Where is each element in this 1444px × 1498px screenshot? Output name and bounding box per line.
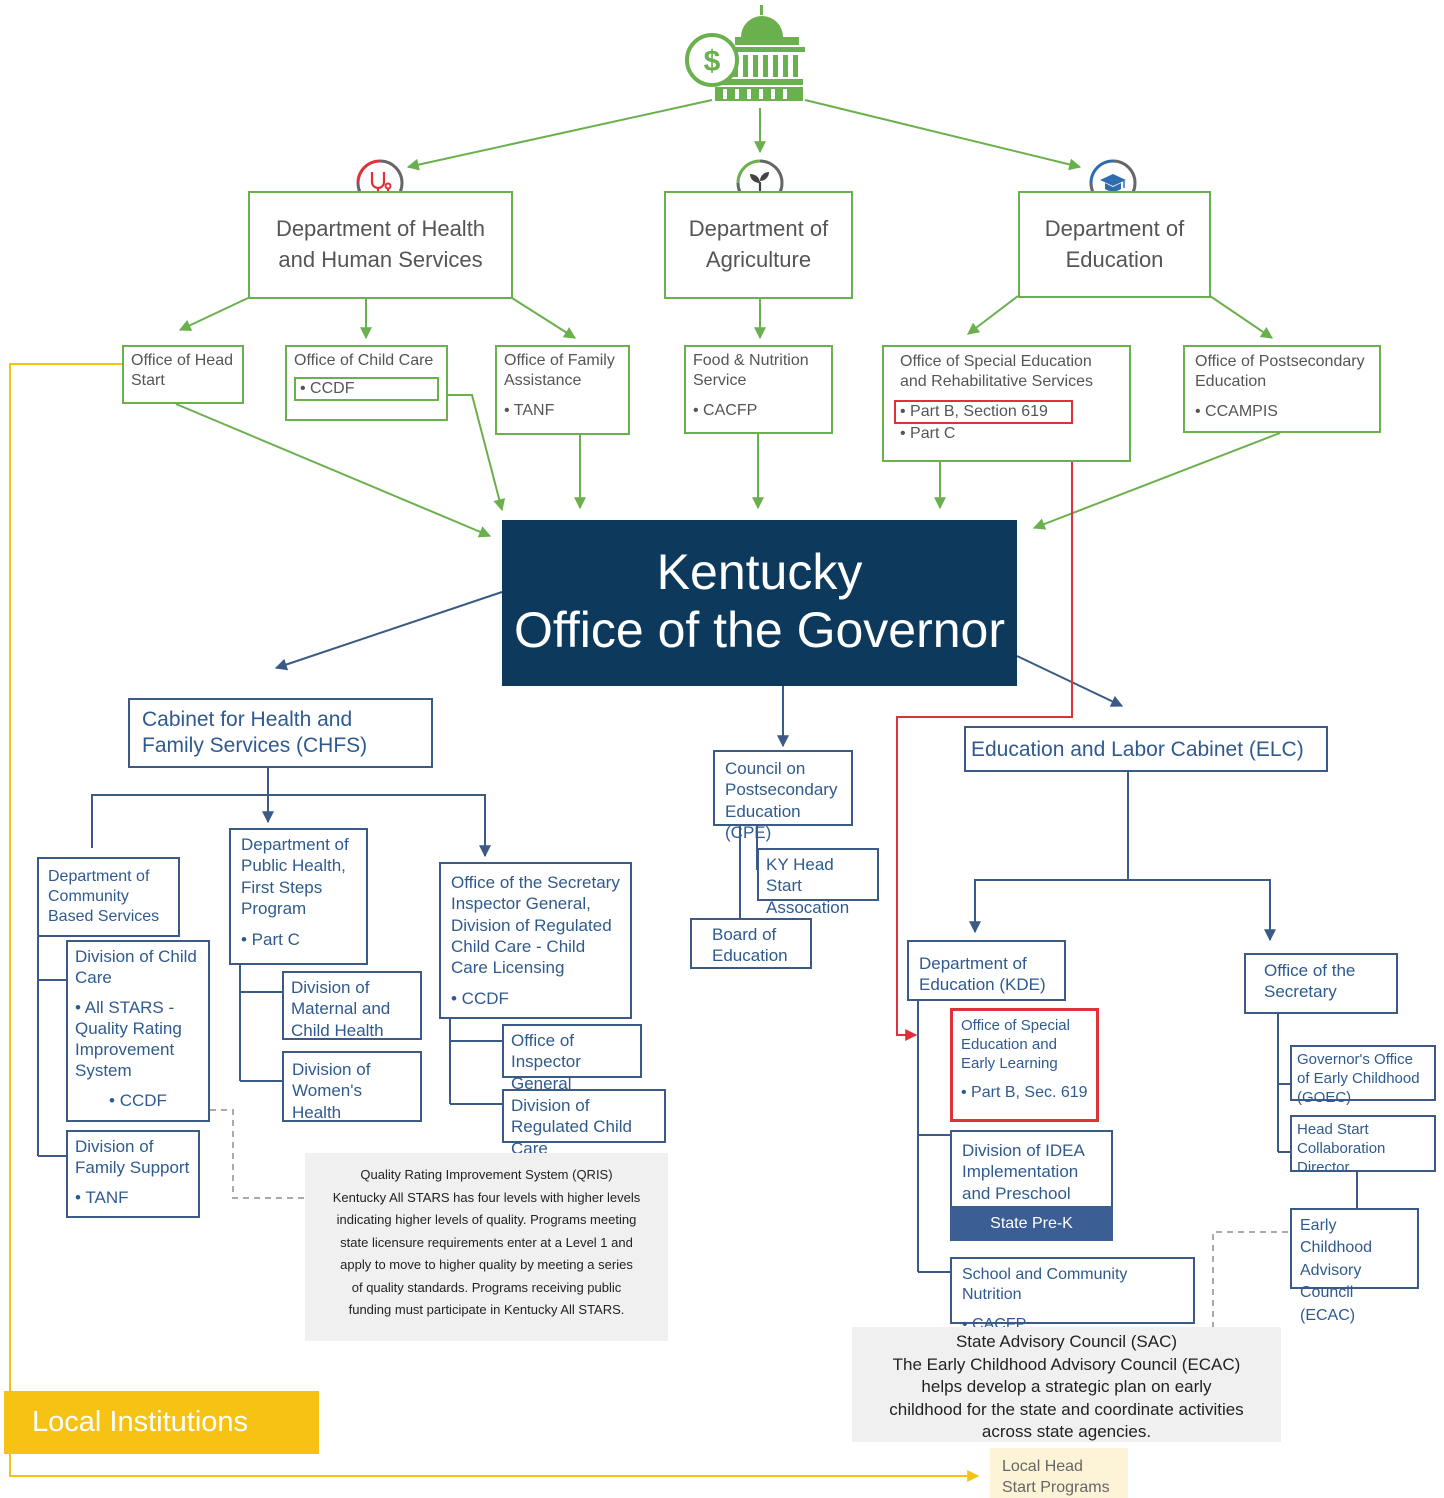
office-secretary-inspector-general: Office of the Secretary Inspector Genera… (439, 862, 632, 1019)
ky-head-start-association: KY Head Start Assocation (757, 848, 879, 917)
food-nutrition-service: Food & Nutrition Service • CACFP (684, 345, 833, 434)
early-childhood-advisory-council: Early Childhood Advisory Council(ECAC) (1290, 1208, 1419, 1324)
division-maternal-child-health: Division of Maternal and Child Health (282, 971, 422, 1040)
council-postsecondary-education: Council on Postsecondary Education (CPE) (713, 750, 853, 842)
dept-education: Department of Education (1018, 191, 1211, 298)
dept-community-based-services: Department of Community Based Services (37, 857, 180, 937)
chfs-cabinet: Cabinet for Health and Family Services (… (128, 698, 433, 768)
dept-public-health: Department of Public Health, First Steps… (229, 828, 368, 965)
state-pre-k-badge: State Pre-K (950, 1206, 1113, 1241)
local-head-start-programs: Local Head Start Programs (990, 1448, 1128, 1498)
office-special-education: Office of Special Education and Rehabili… (882, 345, 1131, 462)
kentucky-governor-office: Kentucky Office of the Governor (502, 520, 1017, 686)
office-postsecondary-education: Office of Postsecondary Education • CCAM… (1183, 345, 1381, 433)
local-institutions-banner: Local Institutions (4, 1391, 319, 1454)
office-family-assistance: Office of Family Assistance • TANF (495, 345, 630, 435)
sac-note: State Advisory Council (SAC) The Early C… (852, 1327, 1281, 1442)
division-family-support: Division of Family Support • TANF (66, 1130, 200, 1218)
division-womens-health: Division of Women's Health (282, 1051, 422, 1122)
svg-text:$: $ (704, 45, 721, 78)
office-of-the-secretary: Office of the Secretary (1244, 953, 1398, 1014)
division-regulated-child-care: Division of Regulated Child Care (502, 1089, 666, 1158)
qris-note: Quality Rating Improvement System (QRIS)… (305, 1153, 668, 1341)
head-start-collaboration-director: Head Start Collaboration Director (1290, 1115, 1436, 1176)
governors-office-early-childhood: Governor's Office of Early Childhood (GO… (1290, 1045, 1436, 1106)
capitol-dollar-icon: $ (685, 5, 810, 105)
dept-health-human-services: Department of Health and Human Services (248, 191, 513, 299)
school-community-nutrition: School and Community Nutrition • CACFP (950, 1257, 1195, 1333)
ccdf-highlight: • CCDF (294, 377, 439, 401)
office-special-education-early-learning: Office of Special Education and Early Le… (950, 1008, 1099, 1122)
kentucky-dept-education: Department of Education (KDE) (907, 940, 1066, 1001)
division-child-care: Division of Child Care • All STARS - Qua… (66, 940, 210, 1122)
dept-agriculture: Department of Agriculture (664, 191, 853, 299)
education-labor-cabinet: Education and Labor Cabinet (ELC) (964, 726, 1328, 772)
office-child-care: Office of Child Care • CCDF (285, 345, 448, 421)
part-b-highlight: • Part B, Section 619 (894, 400, 1073, 424)
office-head-start: Office of Head Start (122, 345, 244, 404)
office-inspector-general: Office of Inspector General (502, 1024, 642, 1093)
board-of-education: Board of Education (690, 918, 812, 969)
